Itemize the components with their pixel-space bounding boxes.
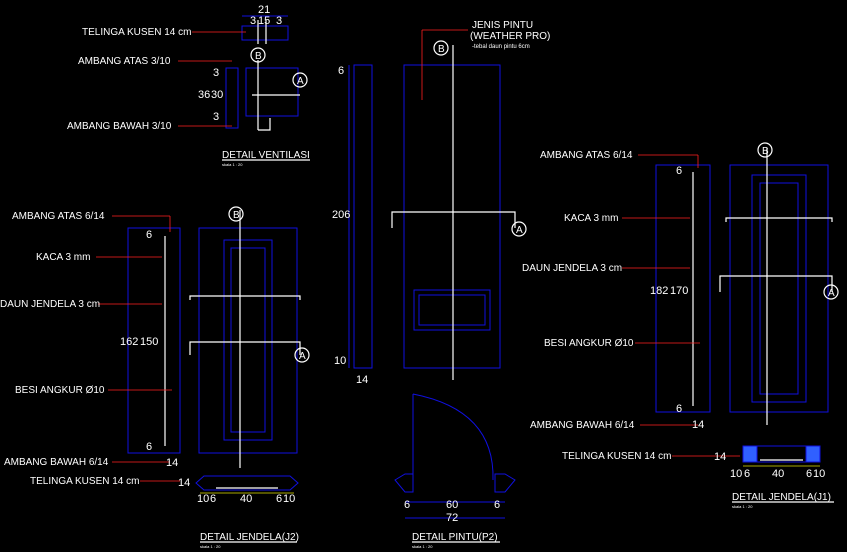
j1-dim-bottom: 6 [676, 403, 682, 415]
vent-label-ambang-bawah: AMBANG BAWAH 3/10 [67, 121, 172, 132]
j1-label-ambang-atas: AMBANG ATAS 6/14 [540, 150, 633, 161]
pintu-dim-w2: 60 [446, 499, 458, 511]
detail-jendela-j1: B A AMBANG ATAS 6/14 KACA 3 mm DAUN JEND… [522, 142, 839, 509]
j2-dim-top: 6 [146, 229, 152, 241]
vent-scale: skala 1 : 20 [222, 162, 243, 167]
j1-dim-h2: 170 [670, 285, 688, 297]
j2-plan [195, 475, 299, 491]
j2-label-telinga: TELINGA KUSEN 14 cm [30, 476, 139, 487]
j2-dim-w1: 10 [197, 493, 209, 505]
j2-dim-tel: 14 [178, 477, 190, 489]
j1-label-ambang-bawah: AMBANG BAWAH 6/14 [530, 420, 635, 431]
j1-dim-w3: 40 [772, 468, 784, 480]
vent-dim-3-bottom: 3 [213, 111, 219, 123]
j2-dim-w4: 6 [276, 493, 282, 505]
pintu-dim-bottom: 10 [334, 355, 346, 367]
vent-label-telinga: TELINGA KUSEN 14 cm [82, 27, 191, 38]
pintu-dim-top: 6 [338, 65, 344, 77]
j2-dim-w5: 10 [283, 493, 295, 505]
vent-label-ambang-atas: AMBANG ATAS 3/10 [78, 56, 171, 67]
pintu-dim-w3: 6 [494, 499, 500, 511]
vent-elevation-frame [245, 67, 299, 117]
j2-dim-w3: 40 [240, 493, 252, 505]
vent-dim-30: 30 [211, 89, 223, 101]
j1-dim-w2: 6 [744, 468, 750, 480]
pintu-marker-a: A [516, 225, 523, 236]
vent-dim-3b: 3 [276, 15, 282, 27]
pintu-marker-b: B [438, 44, 445, 55]
j2-label-ambang-bawah: AMBANG BAWAH 6/14 [4, 457, 109, 468]
j2-marker-b: B [233, 210, 240, 221]
j1-plan-right-kusen [805, 445, 821, 463]
j1-plan [742, 445, 821, 463]
j1-dim-top: 6 [676, 165, 682, 177]
j2-title: DETAIL JENDELA(J2) [200, 532, 299, 543]
j2-elevation-frame [198, 227, 298, 454]
j1-marker-b: B [762, 146, 769, 157]
j1-dim-h1: 182 [650, 285, 668, 297]
vent-dim-15: 15 [258, 15, 270, 27]
pintu-title: DETAIL PINTU(P2) [412, 532, 498, 543]
j2-label-daun: DAUN JENDELA 3 cm [0, 299, 100, 310]
pintu-dim-total: 72 [446, 512, 458, 524]
j1-label-telinga: TELINGA KUSEN 14 cm [562, 451, 671, 462]
j1-title: DETAIL JENDELA(J1) [732, 492, 831, 503]
j2-dim-h2: 150 [140, 336, 158, 348]
j1-dim-sill: 14 [692, 419, 704, 431]
j2-dim-bottom: 6 [146, 441, 152, 453]
j1-elevation-frame [729, 164, 829, 413]
vent-marker-b: B [255, 51, 262, 62]
j2-section-frame [127, 227, 181, 454]
j2-dim-sill: 14 [166, 457, 178, 469]
pintu-swing-arc [412, 393, 494, 481]
j1-dim-w1: 10 [730, 468, 742, 480]
vent-marker-b-circle [250, 47, 266, 63]
pintu-scale: skala 1 : 20 [412, 544, 433, 549]
pintu-dim-w1: 6 [404, 499, 410, 511]
j1-scale: skala 1 : 20 [732, 504, 753, 509]
j2-scale: skala 1 : 20 [200, 544, 221, 549]
j2-label-kaca: KACA 3 mm [36, 252, 90, 263]
j1-label-daun: DAUN JENDELA 3 cm [522, 263, 622, 274]
vent-title: DETAIL VENTILASI [222, 150, 310, 161]
j1-plan-left-kusen [742, 445, 758, 463]
vent-section-frame [225, 67, 239, 129]
pintu-dim-thick: 14 [356, 374, 368, 386]
vent-dim-36: 36 [198, 89, 210, 101]
j2-label-ambang-atas: AMBANG ATAS 6/14 [12, 211, 105, 222]
pintu-note: -tebal daun pintu 6cm [472, 44, 530, 50]
j2-dim-h1: 162 [120, 336, 138, 348]
detail-pintu: B A 6 206 10 14 JENIS PINTU (WEATHER PRO… [332, 20, 550, 549]
vent-marker-a: A [297, 76, 304, 87]
detail-jendela-j2: B A AMBANG ATAS 6/14 KACA 3 mm DAUN JEND… [0, 206, 310, 549]
pintu-label-jenis: JENIS PINTU [472, 20, 533, 31]
j1-marker-a: A [828, 288, 835, 299]
pintu-dim-height: 206 [332, 209, 350, 221]
pintu-elevation-frame [403, 64, 501, 369]
j1-section-frame [655, 164, 711, 413]
detail-ventilasi: 21 3 15 3 3 36 30 3 B A TELINGA KUSEN 14… [67, 4, 310, 167]
vent-top-frame [241, 25, 289, 41]
j2-label-besi: BESI ANGKUR Ø10 [15, 385, 105, 396]
j1-label-besi: BESI ANGKUR Ø10 [544, 338, 634, 349]
j1-dim-w4: 6 [806, 468, 812, 480]
vent-marker-a-circle [292, 72, 308, 88]
j1-label-kaca: KACA 3 mm [564, 213, 618, 224]
pintu-bottom-panel [413, 289, 491, 331]
pintu-label-weather: (WEATHER PRO) [470, 31, 550, 42]
vent-dim-3a: 3 [250, 15, 256, 27]
j1-dim-w5: 10 [813, 468, 825, 480]
vent-dim-3-top: 3 [213, 67, 219, 79]
vent-dim-21: 21 [258, 4, 270, 16]
j2-marker-a: A [299, 351, 306, 362]
j1-dim-tel: 14 [714, 451, 726, 463]
j2-dim-w2: 6 [210, 493, 216, 505]
pintu-section-frame [353, 64, 373, 369]
